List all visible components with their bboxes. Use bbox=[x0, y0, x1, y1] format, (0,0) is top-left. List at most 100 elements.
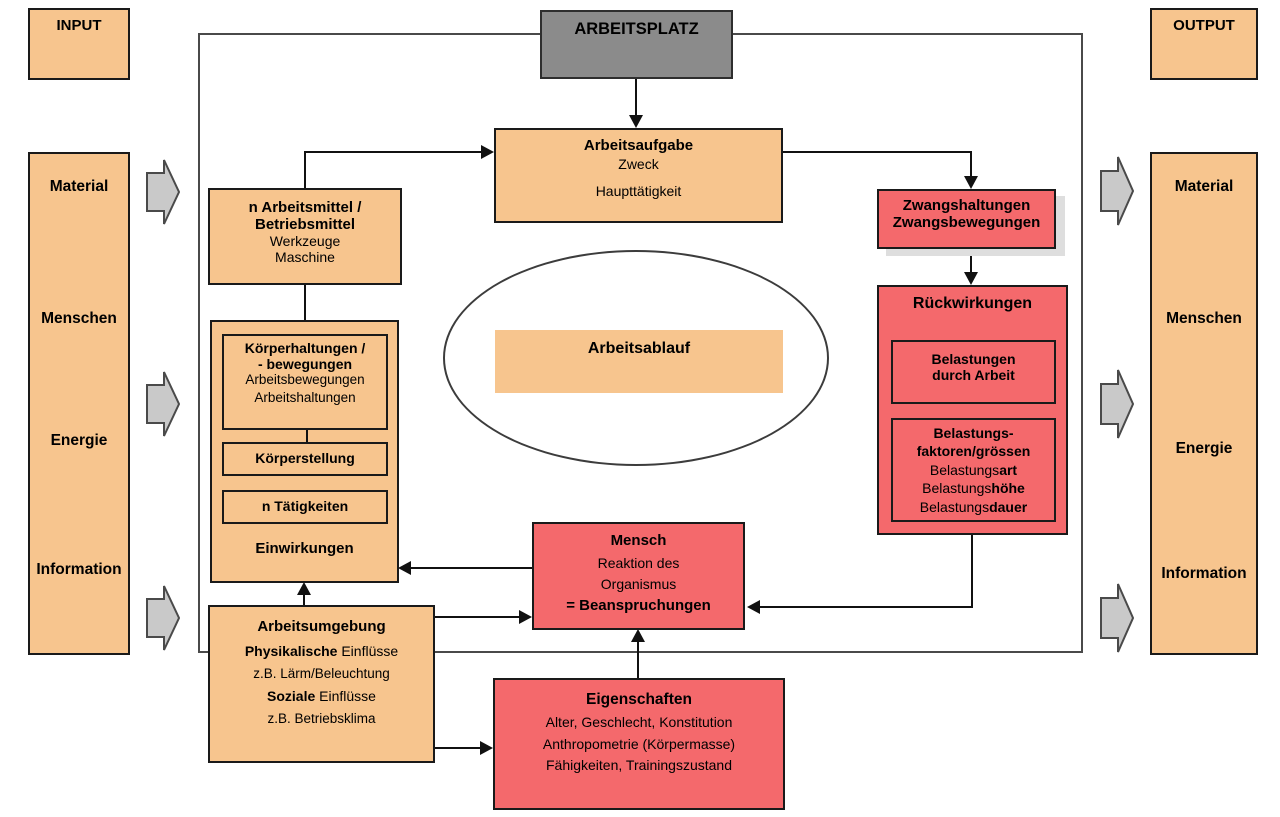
koerperhaltungen-title-1: Körperhaltungen / bbox=[244, 340, 366, 356]
block-arrow-icon bbox=[1100, 583, 1135, 653]
eigenschaften-line-1: Alter, Geschlecht, Konstitution bbox=[545, 714, 733, 731]
eigenschaften-line-2: Anthropometrie (Körpermasse) bbox=[542, 735, 736, 752]
belastungshoehe-label: Belastungshöhe bbox=[893, 479, 1054, 497]
arbeitsablauf-title: Arbeitsablauf bbox=[587, 340, 691, 357]
belastungsart-bold: art bbox=[999, 461, 1018, 478]
arrowhead-left-icon bbox=[747, 600, 760, 614]
arbeitsmittel-title-1: n Arbeitsmittel / bbox=[248, 199, 362, 216]
rueckwirkungen-title: Rückwirkungen bbox=[912, 295, 1033, 312]
output-item-information: Information bbox=[1161, 565, 1247, 582]
arbeitsaufgabe-haupttaetigkeit: Haupttätigkeit bbox=[595, 183, 682, 199]
arrowhead-down-icon bbox=[964, 272, 978, 285]
arbeitsplatz-title: ARBEITSPLATZ bbox=[574, 20, 699, 38]
arbeitsbewegungen-label: Arbeitsbewegungen bbox=[245, 372, 365, 387]
arbeitshaltungen-label: Arbeitshaltungen bbox=[254, 390, 356, 405]
zwangshaltungen-box: Zwangshaltungen Zwangsbewegungen bbox=[877, 189, 1056, 249]
connector-aufgabe-zwang-v bbox=[970, 151, 972, 178]
connector-mittel-aufgabe-v bbox=[304, 151, 306, 188]
output-box: OUTPUT bbox=[1150, 8, 1258, 80]
taetigkeiten-label: n Tätigkeiten bbox=[261, 498, 349, 514]
connector-zwang-rueck bbox=[970, 249, 972, 274]
einwirkungen-label: Einwirkungen bbox=[255, 540, 354, 557]
belastungen-line-2: durch Arbeit bbox=[932, 367, 1015, 383]
taetigkeiten-box: n Tätigkeiten bbox=[222, 490, 388, 524]
arbeitsablauf-box: Arbeitsablauf bbox=[495, 330, 783, 393]
physikalische-einfluesse-label: Physikalische Einflüsse bbox=[210, 640, 433, 663]
connector-rueck-mensch-h bbox=[759, 606, 973, 608]
connector-mittel-gruppe bbox=[304, 285, 306, 321]
rueckwirkungen-box: Rückwirkungen Belastungen durch Arbeit B… bbox=[877, 285, 1068, 535]
block-arrow-icon bbox=[146, 159, 181, 225]
input-item-material: Material bbox=[49, 178, 109, 195]
arbeitsumgebung-box: Arbeitsumgebung Physikalische Einflüsse … bbox=[208, 605, 435, 763]
mensch-title: Mensch bbox=[610, 532, 667, 549]
flow-arrow-left-1 bbox=[146, 158, 181, 231]
belastungsfaktoren-title-1: Belastungs- bbox=[933, 425, 1014, 441]
connector-mensch-einwirkungen bbox=[410, 567, 532, 569]
arbeitsaufgabe-zweck: Zweck bbox=[618, 156, 659, 172]
mensch-reaktion: Reaktion des bbox=[597, 554, 680, 571]
output-item-energie: Energie bbox=[1175, 440, 1233, 457]
belastungshoehe-normal: Belastungs bbox=[922, 480, 992, 497]
eigenschaften-box: Eigenschaften Alter, Geschlecht, Konstit… bbox=[493, 678, 785, 810]
betriebsklima-label: z.B. Betriebsklima bbox=[267, 711, 376, 727]
connector-haltungen-stellung bbox=[306, 430, 308, 442]
arrowhead-right-icon bbox=[481, 145, 494, 159]
arrowhead-left-icon bbox=[398, 561, 411, 575]
output-column: Material Menschen Energie Information bbox=[1150, 152, 1258, 655]
zwangshaltungen-label: Zwangshaltungen bbox=[902, 197, 1031, 214]
output-item-material: Material bbox=[1174, 178, 1234, 195]
soziale-bold: Soziale bbox=[267, 688, 316, 705]
arbeitsaufgabe-box: Arbeitsaufgabe Zweck Haupttätigkeit bbox=[494, 128, 783, 223]
belastungsdauer-normal: Belastungs bbox=[919, 498, 990, 515]
input-title: INPUT bbox=[56, 17, 102, 34]
belastungsart-label: Belastungsart bbox=[893, 461, 1054, 479]
laerm-beleuchtung-label: z.B. Lärm/Beleuchtung bbox=[253, 665, 390, 681]
connector-rueck-mensch-v bbox=[971, 535, 973, 608]
input-item-information: Information bbox=[36, 561, 122, 578]
mensch-beanspruchungen: = Beanspruchungen bbox=[566, 596, 711, 614]
input-item-energie: Energie bbox=[50, 432, 108, 449]
block-arrow-icon bbox=[1100, 156, 1135, 226]
connector-umgebung-mensch bbox=[435, 616, 521, 618]
belastungsdauer-bold: dauer bbox=[989, 498, 1028, 515]
connector-eigenschaften-mensch bbox=[637, 641, 639, 678]
belastungsfaktoren-box: Belastungs- faktoren/grössen Belastungsa… bbox=[891, 418, 1056, 522]
belastungshoehe-bold: höhe bbox=[991, 480, 1025, 497]
belastungsart-normal: Belastungs bbox=[929, 461, 1000, 478]
connector-aufgabe-zwang-h bbox=[783, 151, 972, 153]
arrowhead-up-icon bbox=[631, 629, 645, 642]
arbeitsmittel-title-2: Betriebsmittel bbox=[254, 216, 356, 233]
koerper-group-box: Körperhaltungen / - bewegungen Arbeitsbe… bbox=[210, 320, 399, 583]
output-title: OUTPUT bbox=[1173, 17, 1235, 34]
koerperhaltungen-title-2: - bewegungen bbox=[257, 356, 353, 372]
block-arrow-icon bbox=[146, 371, 181, 437]
koerperstellung-label: Körperstellung bbox=[255, 450, 355, 466]
connector-umgebung-eigenschaften bbox=[435, 747, 482, 749]
arrowhead-down-icon bbox=[629, 115, 643, 128]
connector-umgebung-gruppe bbox=[303, 593, 305, 606]
mensch-box: Mensch Reaktion des Organismus = Beanspr… bbox=[532, 522, 745, 630]
block-arrow-icon bbox=[146, 585, 181, 651]
soziale-einfluesse-label: Soziale Einflüsse bbox=[210, 685, 433, 708]
output-item-menschen: Menschen bbox=[1166, 310, 1242, 327]
belastungsdauer-label: Belastungsdauer bbox=[893, 498, 1054, 516]
belastungen-line-1: Belastungen bbox=[931, 351, 1016, 367]
flow-arrow-left-2 bbox=[146, 370, 181, 443]
koerperhaltungen-box: Körperhaltungen / - bewegungen Arbeitsbe… bbox=[222, 334, 388, 430]
arbeitsmittel-werkzeuge: Werkzeuge bbox=[269, 233, 341, 249]
flow-arrow-right-1 bbox=[1100, 155, 1135, 232]
flow-arrow-right-2 bbox=[1100, 368, 1135, 445]
belastungen-box: Belastungen durch Arbeit bbox=[891, 340, 1056, 404]
belastungsfaktoren-title-2: faktoren/grössen bbox=[916, 443, 1031, 460]
zwangsbewegungen-label: Zwangsbewegungen bbox=[892, 214, 1041, 231]
arrowhead-down-icon bbox=[964, 176, 978, 189]
flow-arrow-right-3 bbox=[1100, 582, 1135, 659]
arrowhead-right-icon bbox=[519, 610, 532, 624]
arbeitsumgebung-title: Arbeitsumgebung bbox=[257, 618, 386, 635]
arbeitsplatz-header: ARBEITSPLATZ bbox=[540, 10, 733, 79]
soziale-normal: Einflüsse bbox=[315, 688, 376, 705]
koerperstellung-box: Körperstellung bbox=[222, 442, 388, 476]
arbeitsmittel-box: n Arbeitsmittel / Betriebsmittel Werkzeu… bbox=[208, 188, 402, 285]
